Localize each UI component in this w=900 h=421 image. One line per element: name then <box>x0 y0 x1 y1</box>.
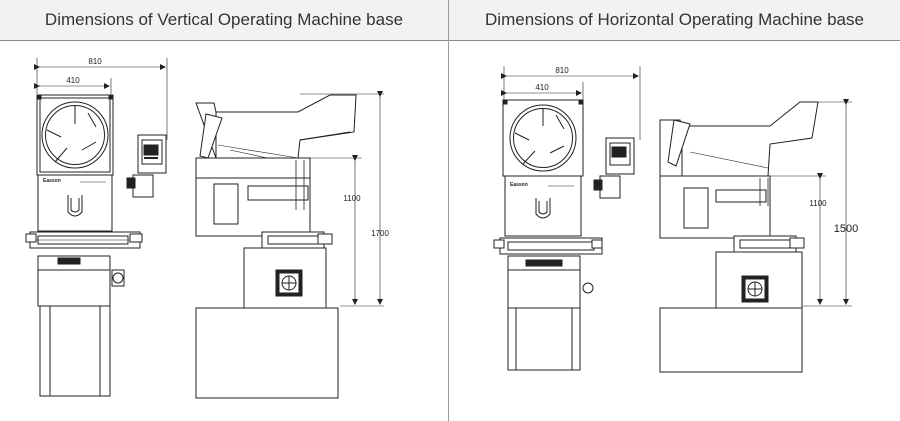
vertical-side-view <box>195 91 384 399</box>
horizontal-table-height-label: 1100 <box>809 199 827 208</box>
vertical-front-view: Easson <box>25 58 168 397</box>
vertical-table-height-label: 1100 <box>343 194 361 203</box>
title-bar: Dimensions of Vertical Operating Machine… <box>0 0 900 41</box>
horizontal-brand-label: Easson <box>510 182 528 188</box>
horizontal-total-height-label: 1500 <box>834 223 858 235</box>
vertical-total-width-label: 810 <box>88 57 102 66</box>
vertical-total-height-label: 1700 <box>371 229 389 238</box>
horizontal-base-title: Dimensions of Horizontal Operating Machi… <box>485 10 864 29</box>
horizontal-screen-width-label: 410 <box>535 83 549 92</box>
panel-divider <box>448 0 449 421</box>
horizontal-total-width-label: 810 <box>555 66 569 75</box>
vertical-brand-label: Easson <box>43 178 61 184</box>
vertical-screen-width-label: 410 <box>66 76 80 85</box>
horizontal-front-view: Easson <box>493 66 641 371</box>
horizontal-side-view <box>659 99 852 373</box>
vertical-base-title: Dimensions of Vertical Operating Machine… <box>44 10 404 29</box>
